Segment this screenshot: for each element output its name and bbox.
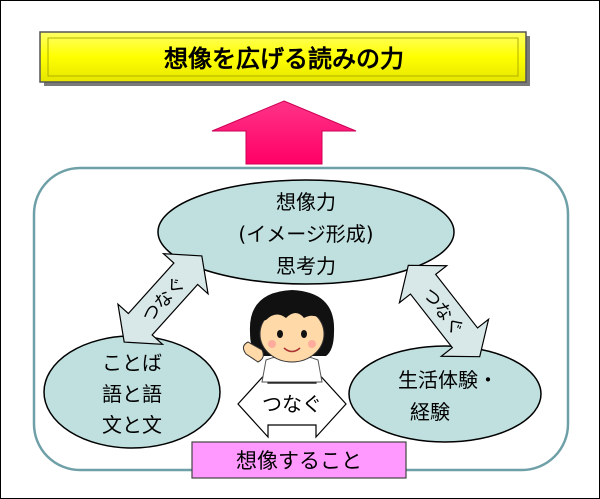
right-ellipse-line2: 経験 [410,400,450,424]
right-ellipse-line1: 生活体験・ [398,368,498,392]
up-arrow-icon [211,100,357,165]
center-ellipse-line2: (イメージ形成) [238,222,373,246]
center-ellipse: 想像力 (イメージ形成) 思考力 [157,179,455,285]
center-ellipse-shape [157,179,455,285]
center-ellipse-line1: 想像力 [276,190,336,214]
right-double-arrow-icon [398,264,490,358]
bottom-box: 想像すること [191,441,407,479]
title-banner-text: 想像を広げる読みの力 [164,45,404,73]
bottom-box-text: 想像すること [236,449,362,473]
left-ellipse-line3: 文と文 [102,413,162,437]
bottom-box-rect [191,441,407,479]
left-ellipse-line1: ことば [102,351,162,375]
right-ellipse: 生活体験・ 経験 [348,345,542,443]
child-illustration-icon [242,290,335,383]
title-banner: 想像を広げる読みの力 [39,31,530,86]
center-ellipse-line3: 思考力 [276,254,336,278]
title-banner-box [39,31,527,83]
bottom-connector-arrow: つなぐ [237,369,347,439]
right-ellipse-shape [348,345,542,443]
left-double-arrow-icon [117,252,209,346]
left-ellipse: ことば 語と語 文と文 [43,335,221,449]
title-banner-inner-edge [47,37,519,77]
bottom-connector-label: つなぐ [262,392,322,416]
left-ellipse-line2: 語と語 [102,382,162,406]
